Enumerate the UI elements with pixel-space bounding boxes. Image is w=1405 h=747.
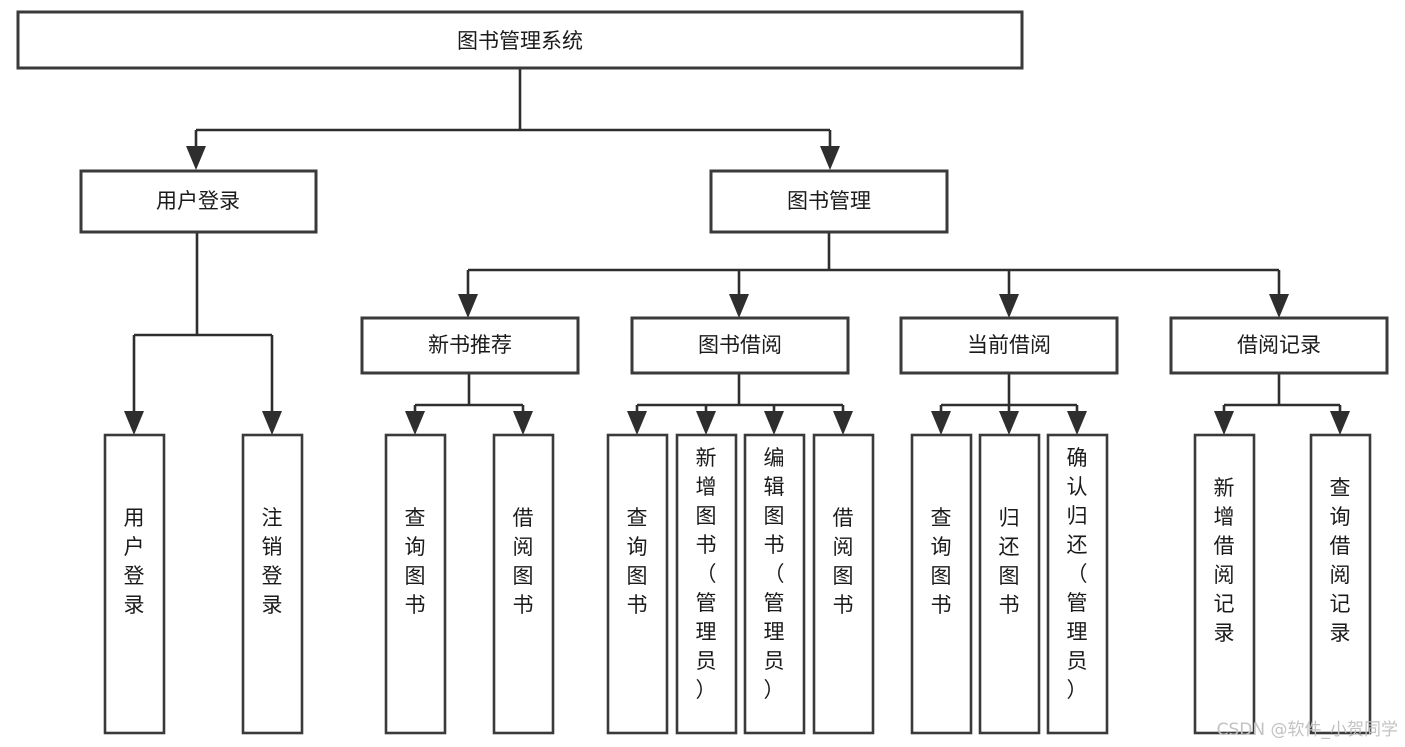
node-leaf-query-record[interactable]: 查询借阅记录 — [1309, 433, 1372, 735]
node-new-book-recommend-label: 新书推荐 — [428, 333, 512, 357]
node-leaf-logout[interactable]: 注销登录 — [241, 433, 304, 735]
node-leaf-add-book-label: 新增图书（管理员） — [696, 446, 717, 702]
node-user-login[interactable]: 用户登录 — [79, 169, 318, 234]
node-leaf-return-book-box[interactable] — [978, 433, 1041, 735]
node-leaf-edit-book-label: 编辑图书（管理员） — [764, 446, 785, 702]
arrow-head-leaf-return-book — [999, 411, 1019, 435]
connector-newbook-to-leaves — [413, 374, 525, 414]
connector-borrowrecord-to-leaves — [1222, 374, 1342, 414]
node-root-system[interactable]: 图书管理系统 — [16, 10, 1024, 70]
node-leaf-add-book[interactable]: 新增图书（管理员） — [675, 433, 738, 735]
arrow-head-leaf-query-book-1 — [405, 411, 425, 435]
node-leaf-logout-box[interactable] — [241, 433, 304, 735]
node-leaf-query-book-3-box[interactable] — [910, 433, 973, 735]
node-book-borrow-label: 图书借阅 — [698, 333, 782, 357]
node-leaf-edit-book-box[interactable] — [743, 433, 806, 735]
node-leaf-borrow-book-1-label: 借阅图书 — [513, 506, 534, 617]
node-leaf-query-book-1-box[interactable] — [384, 433, 447, 735]
node-leaf-query-record-label: 查询借阅记录 — [1330, 476, 1351, 645]
node-leaf-query-book-3[interactable]: 查询图书 — [910, 433, 973, 735]
node-leaf-edit-book[interactable]: 编辑图书（管理员） — [743, 433, 806, 735]
node-leaf-add-book-box[interactable] — [675, 433, 738, 735]
node-leaf-add-record-label: 新增借阅记录 — [1214, 476, 1235, 645]
node-leaf-add-record[interactable]: 新增借阅记录 — [1193, 433, 1256, 735]
node-leaf-query-book-1[interactable]: 查询图书 — [384, 433, 447, 735]
node-root-system-box[interactable] — [16, 10, 1024, 70]
node-leaf-borrow-book-2-box[interactable] — [812, 433, 875, 735]
node-leaf-borrow-book-2[interactable]: 借阅图书 — [812, 433, 875, 735]
connector-layer — [124, 69, 1350, 435]
node-root-system-label: 图书管理系统 — [457, 29, 583, 53]
arrow-head-leaf-borrow-book-2 — [833, 411, 853, 435]
node-new-book-recommend-box[interactable] — [360, 316, 580, 375]
node-user-login-label: 用户登录 — [156, 189, 240, 213]
node-book-management[interactable]: 图书管理 — [709, 169, 949, 234]
node-leaf-query-book-2-label: 查询图书 — [627, 506, 648, 617]
node-leaf-confirm-return-box[interactable] — [1046, 433, 1109, 735]
arrow-head-leaf-logout — [262, 411, 282, 435]
arrow-head-current-borrow — [999, 294, 1019, 318]
connector-bookmgmt-to-level3 — [466, 233, 1281, 297]
arrow-head-leaf-add-book — [696, 411, 716, 435]
node-leaf-user-login-box[interactable] — [103, 433, 166, 735]
node-current-borrow-label: 当前借阅 — [967, 333, 1051, 357]
node-leaf-return-book-label: 归还图书 — [999, 506, 1020, 617]
arrow-head-leaf-add-record — [1214, 411, 1234, 435]
arrow-head-leaf-borrow-book-1 — [513, 411, 533, 435]
node-leaf-borrow-book-1[interactable]: 借阅图书 — [492, 433, 555, 735]
node-leaf-query-book-3-label: 查询图书 — [931, 506, 952, 617]
node-leaf-user-login[interactable]: 用户登录 — [103, 433, 166, 735]
arrow-head-leaf-query-book-3 — [931, 411, 951, 435]
node-book-management-box[interactable] — [709, 169, 949, 234]
arrow-head-user-login — [186, 146, 206, 170]
csdn-watermark: CSDN @软件_小贺同学 — [1217, 720, 1398, 740]
node-leaf-confirm-return-label: 确认归还（管理员） — [1067, 446, 1088, 702]
node-current-borrow-box[interactable] — [899, 316, 1119, 375]
node-leaf-query-book-2-box[interactable] — [606, 433, 669, 735]
connector-bookborrow-to-leaves — [635, 374, 845, 414]
arrow-head-borrow-record — [1269, 294, 1289, 318]
node-leaf-user-login-label: 用户登录 — [124, 506, 145, 617]
connector-userlogin-to-leaves — [132, 233, 274, 414]
arrow-head-leaf-query-book-2 — [627, 411, 647, 435]
node-user-login-box[interactable] — [79, 169, 318, 234]
node-new-book-recommend[interactable]: 新书推荐 — [360, 316, 580, 375]
node-borrow-record-box[interactable] — [1169, 316, 1389, 375]
node-leaf-query-record-box[interactable] — [1309, 433, 1372, 735]
node-current-borrow[interactable]: 当前借阅 — [899, 316, 1119, 375]
node-leaf-return-book[interactable]: 归还图书 — [978, 433, 1041, 735]
node-leaf-borrow-book-1-box[interactable] — [492, 433, 555, 735]
node-leaf-borrow-book-2-label: 借阅图书 — [833, 506, 854, 617]
node-leaf-query-book-1-label: 查询图书 — [405, 506, 426, 617]
arrow-head-leaf-query-record — [1330, 411, 1350, 435]
node-leaf-query-book-2[interactable]: 查询图书 — [606, 433, 669, 735]
arrow-head-book-borrow — [729, 294, 749, 318]
node-borrow-record[interactable]: 借阅记录 — [1169, 316, 1389, 375]
connector-currentborrow-to-leaves — [939, 374, 1079, 414]
node-leaf-confirm-return[interactable]: 确认归还（管理员） — [1046, 433, 1109, 735]
node-book-management-label: 图书管理 — [787, 189, 871, 213]
connector-root-to-level2 — [194, 69, 832, 150]
arrow-head-book-management — [820, 146, 840, 170]
node-book-borrow-box[interactable] — [630, 316, 850, 375]
node-leaf-logout-label: 注销登录 — [262, 506, 283, 617]
node-book-borrow[interactable]: 图书借阅 — [630, 316, 850, 375]
node-borrow-record-label: 借阅记录 — [1237, 333, 1321, 357]
arrow-head-leaf-confirm-return — [1067, 411, 1087, 435]
arrow-head-leaf-user-login — [124, 411, 144, 435]
node-leaf-add-record-box[interactable] — [1193, 433, 1256, 735]
arrow-head-new-book-recommend — [458, 294, 478, 318]
arrow-head-leaf-edit-book — [764, 411, 784, 435]
